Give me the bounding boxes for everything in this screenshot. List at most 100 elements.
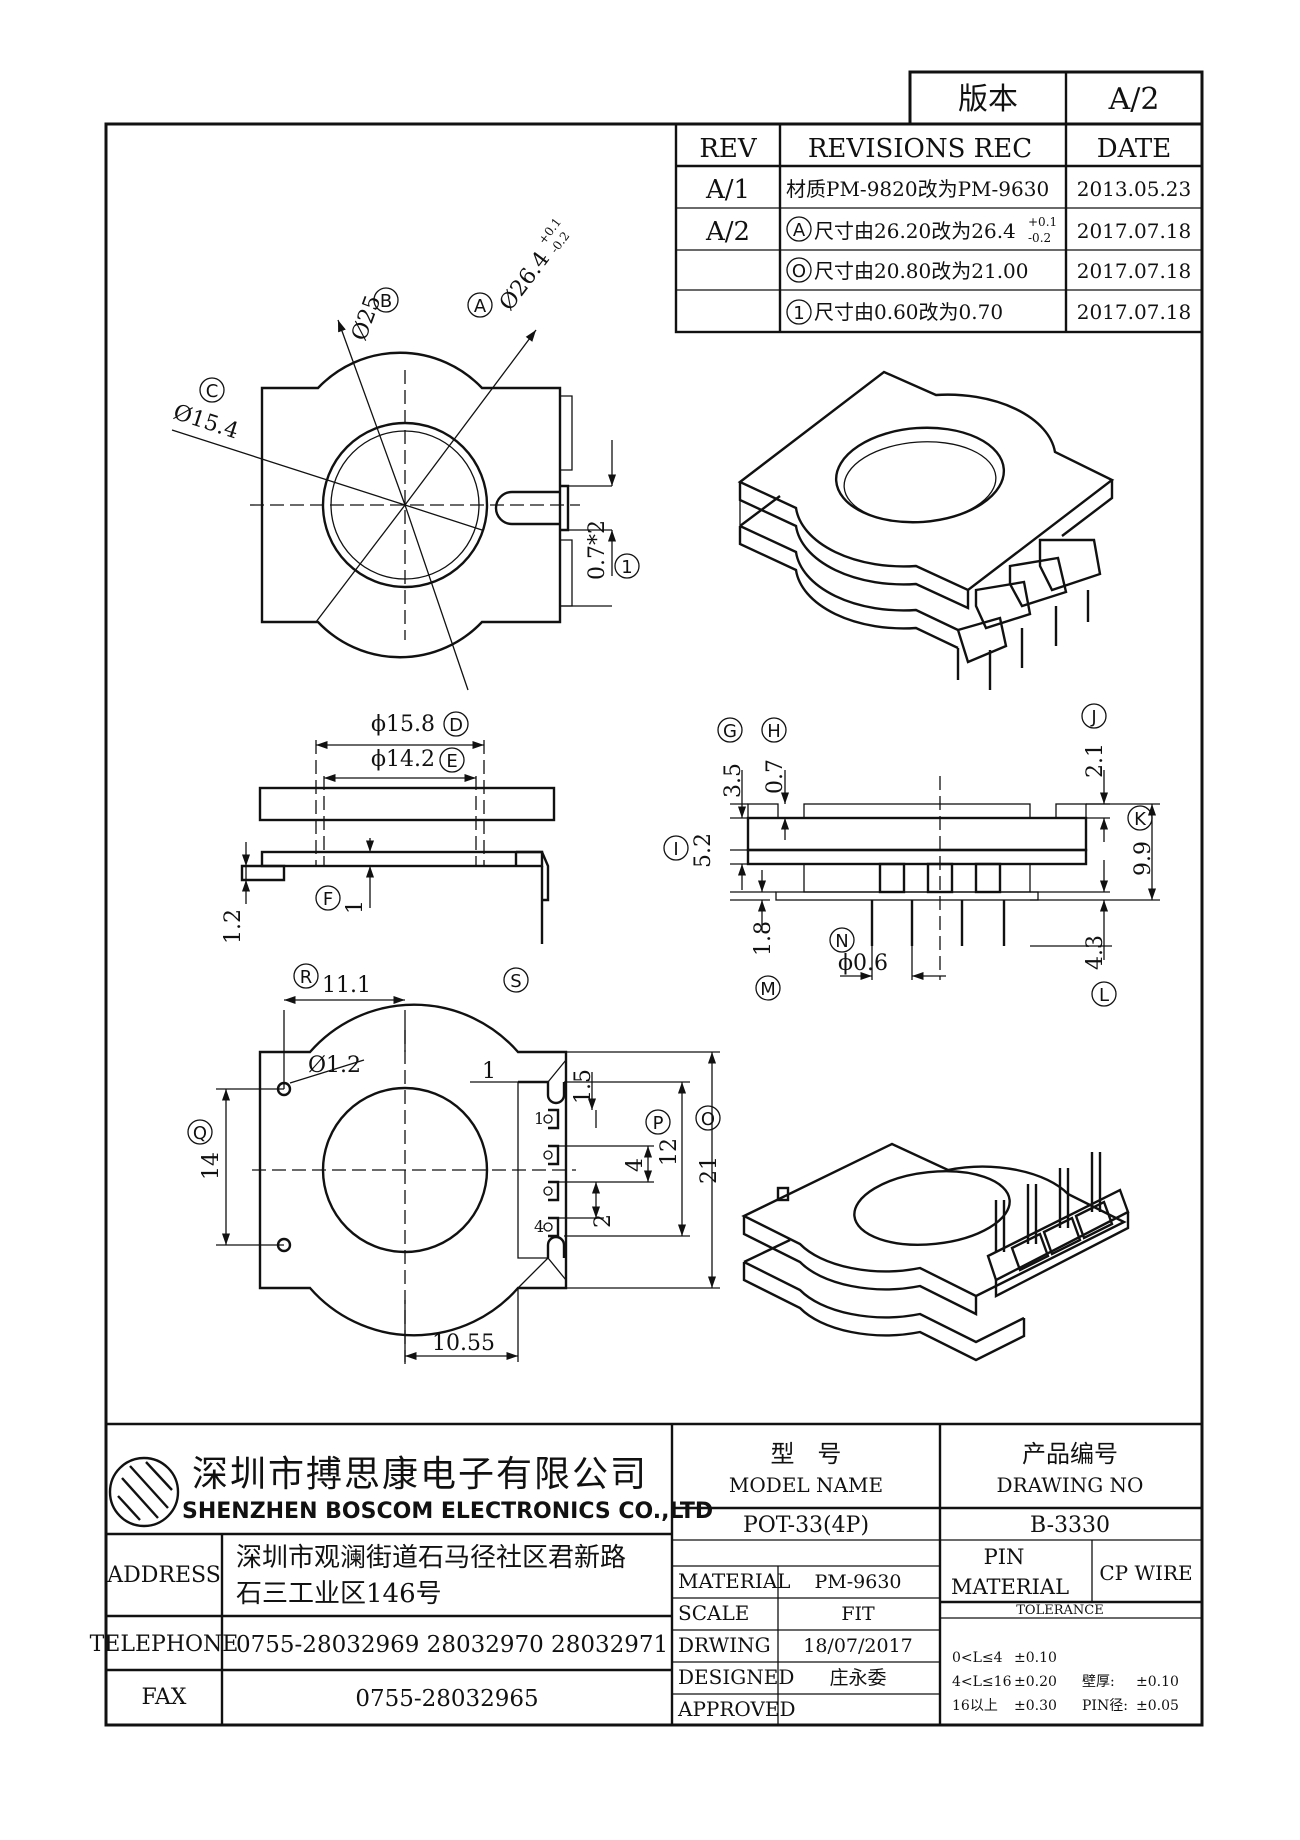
drawing-label-en: DRAWING NO <box>997 1473 1144 1497</box>
rev-mark-2: A <box>793 220 806 241</box>
version-value: A/2 <box>1108 82 1160 117</box>
label-c: C <box>206 381 219 402</box>
drwing-label: DRWING <box>678 1633 771 1657</box>
label-j: J <box>1090 707 1096 728</box>
drawing-label-cn: 产品编号 <box>1022 1440 1118 1468</box>
label-g: G <box>723 721 737 742</box>
dim-phi12: Ø1.2 <box>308 1053 361 1078</box>
label-h: H <box>767 721 781 742</box>
label-i: I <box>673 839 678 860</box>
rec-tol-plus: +0.1 <box>1028 215 1057 229</box>
front-view: G H 3.5 0.7 I 5.2 J 2.1 K 9.9 4.3 L 1.8 … <box>663 703 1160 1007</box>
tol-val-1: ±0.10 <box>1014 1650 1057 1666</box>
address-line2: 石三工业区146号 <box>236 1579 442 1609</box>
dim-phi25: Ø25 <box>347 292 386 344</box>
dim-4: 4 <box>623 1158 648 1172</box>
tol-val-3: ±0.30 <box>1014 1698 1057 1714</box>
drawing-frame <box>104 122 1204 1727</box>
tol-extra-3: ±0.05 <box>1136 1698 1179 1714</box>
rev-cell-2: A/2 <box>705 217 750 247</box>
label-l: L <box>1099 985 1109 1006</box>
dim-1055: 10.55 <box>432 1331 495 1356</box>
drwing-value: 18/07/2017 <box>803 1635 913 1657</box>
dim-bottom-1: 1 <box>482 1059 496 1084</box>
dim-phi15: Ø15.4 <box>170 400 241 444</box>
label-p: P <box>653 1113 664 1134</box>
tol-val-2: ±0.20 <box>1014 1674 1057 1690</box>
model-label-en: MODEL NAME <box>729 1473 883 1497</box>
dim-phi158: ϕ15.8 <box>371 712 435 737</box>
tol-range-3: 16以上 <box>952 1698 998 1714</box>
label-one: 1 <box>621 557 632 578</box>
rec-cell-3: 尺寸由20.80改为21.00 <box>814 259 1029 283</box>
label-e: E <box>446 751 457 772</box>
company-name-cn: 深圳市搏思康电子有限公司 <box>192 1454 648 1495</box>
rev-mark-circle <box>786 299 812 325</box>
fax-value: 0755-28032965 <box>355 1686 538 1712</box>
date-cell-2: 2017.07.18 <box>1077 219 1192 243</box>
telephone-value: 0755-28032969 28032970 28032971 <box>236 1632 668 1658</box>
revision-table: REV REVISIONS REC DATE A/1 材质PM-9820改为PM… <box>674 122 1204 334</box>
title-block: 深圳市搏思康电子有限公司 SHENZHEN BOSCOM ELECTRONICS… <box>90 1422 1202 1725</box>
label-a: A <box>474 296 487 317</box>
dim-phi26: Ø26.4 <box>495 247 555 316</box>
label-b: B <box>380 291 392 312</box>
dim-111: 11.1 <box>322 973 371 998</box>
dim-phi142: ϕ14.2 <box>371 747 435 772</box>
dim-12: 12 <box>657 1138 682 1166</box>
address-line1: 深圳市观澜街道石马径社区君新路 <box>236 1543 626 1573</box>
dim-slot: 0.7*2 <box>585 520 610 580</box>
dim-side-12: 1.2 <box>221 909 246 944</box>
dim-side-1: 1 <box>343 900 368 914</box>
dim-21-bottom: 21 <box>697 1156 722 1184</box>
rev-mark-circle <box>786 257 812 283</box>
iso-view-bottom <box>741 1142 1130 1362</box>
dim-52: 5.2 <box>691 833 716 868</box>
model-value: POT-33(4P) <box>743 1513 869 1538</box>
tolerance-label: TOLERANCE <box>1016 1603 1103 1618</box>
designed-value: 庄永委 <box>829 1667 886 1689</box>
rev-cell-1: A/1 <box>705 175 750 205</box>
pin-label-4: 4 <box>534 1217 544 1236</box>
approved-label: APPROVED <box>677 1697 796 1721</box>
date-cell-3: 2017.07.18 <box>1077 259 1192 283</box>
scale-value: FIT <box>841 1603 875 1625</box>
telephone-label: TELEPHONE <box>90 1632 239 1657</box>
dim-2: 2 <box>591 1214 616 1228</box>
bottom-view: R 11.1 S Ø1.2 Q 14 1 1.5 P 12 4 2 O 21 1… <box>187 963 722 1370</box>
pin-material-label: MATERIAL <box>951 1575 1069 1599</box>
drawing-no-value: B-3330 <box>1030 1513 1110 1538</box>
rec-tol-minus: -0.2 <box>1028 231 1051 245</box>
address-label: ADDRESS <box>106 1563 221 1588</box>
dim-21: 2.1 <box>1083 743 1108 778</box>
label-q: Q <box>193 1123 207 1144</box>
rec-cell-1: 材质PM-9820改为PM-9630 <box>786 177 1049 201</box>
scale-label: SCALE <box>678 1601 749 1625</box>
label-s: S <box>510 971 521 992</box>
company-name-en: SHENZHEN BOSCOM ELECTRONICS CO.,LTD <box>182 1499 713 1524</box>
label-f: F <box>323 889 333 910</box>
date-cell-1: 2013.05.23 <box>1077 177 1192 201</box>
side-view: ϕ15.8 D ϕ14.2 E F 1 1.2 <box>221 711 556 944</box>
tol-range-2: 4<L≤16 <box>952 1674 1012 1690</box>
dim-07: 0.7 <box>763 759 788 794</box>
pin-label: PIN <box>984 1545 1025 1569</box>
tol-extra-label-3: PIN径: <box>1082 1698 1128 1714</box>
label-m: M <box>760 979 776 1000</box>
dim-15: 1.5 <box>571 1069 596 1104</box>
dim-18: 1.8 <box>751 921 776 956</box>
rev-mark-circle <box>786 216 812 242</box>
revisions-rec-header: REVISIONS REC <box>808 134 1032 164</box>
label-r: R <box>300 967 313 988</box>
company-logo <box>108 1456 180 1528</box>
model-label-cn: 型 号 <box>771 1440 842 1468</box>
pin-material-value: CP WIRE <box>1099 1561 1192 1585</box>
material-label: MATERIAL <box>678 1569 790 1593</box>
dim-99: 9.9 <box>1131 841 1156 876</box>
rev-mark-3: O <box>792 261 806 282</box>
label-o: O <box>701 1109 715 1130</box>
rev-header: REV <box>699 134 758 164</box>
material-value: PM-9630 <box>814 1571 901 1593</box>
dim-phi06: ϕ0.6 <box>838 951 888 976</box>
